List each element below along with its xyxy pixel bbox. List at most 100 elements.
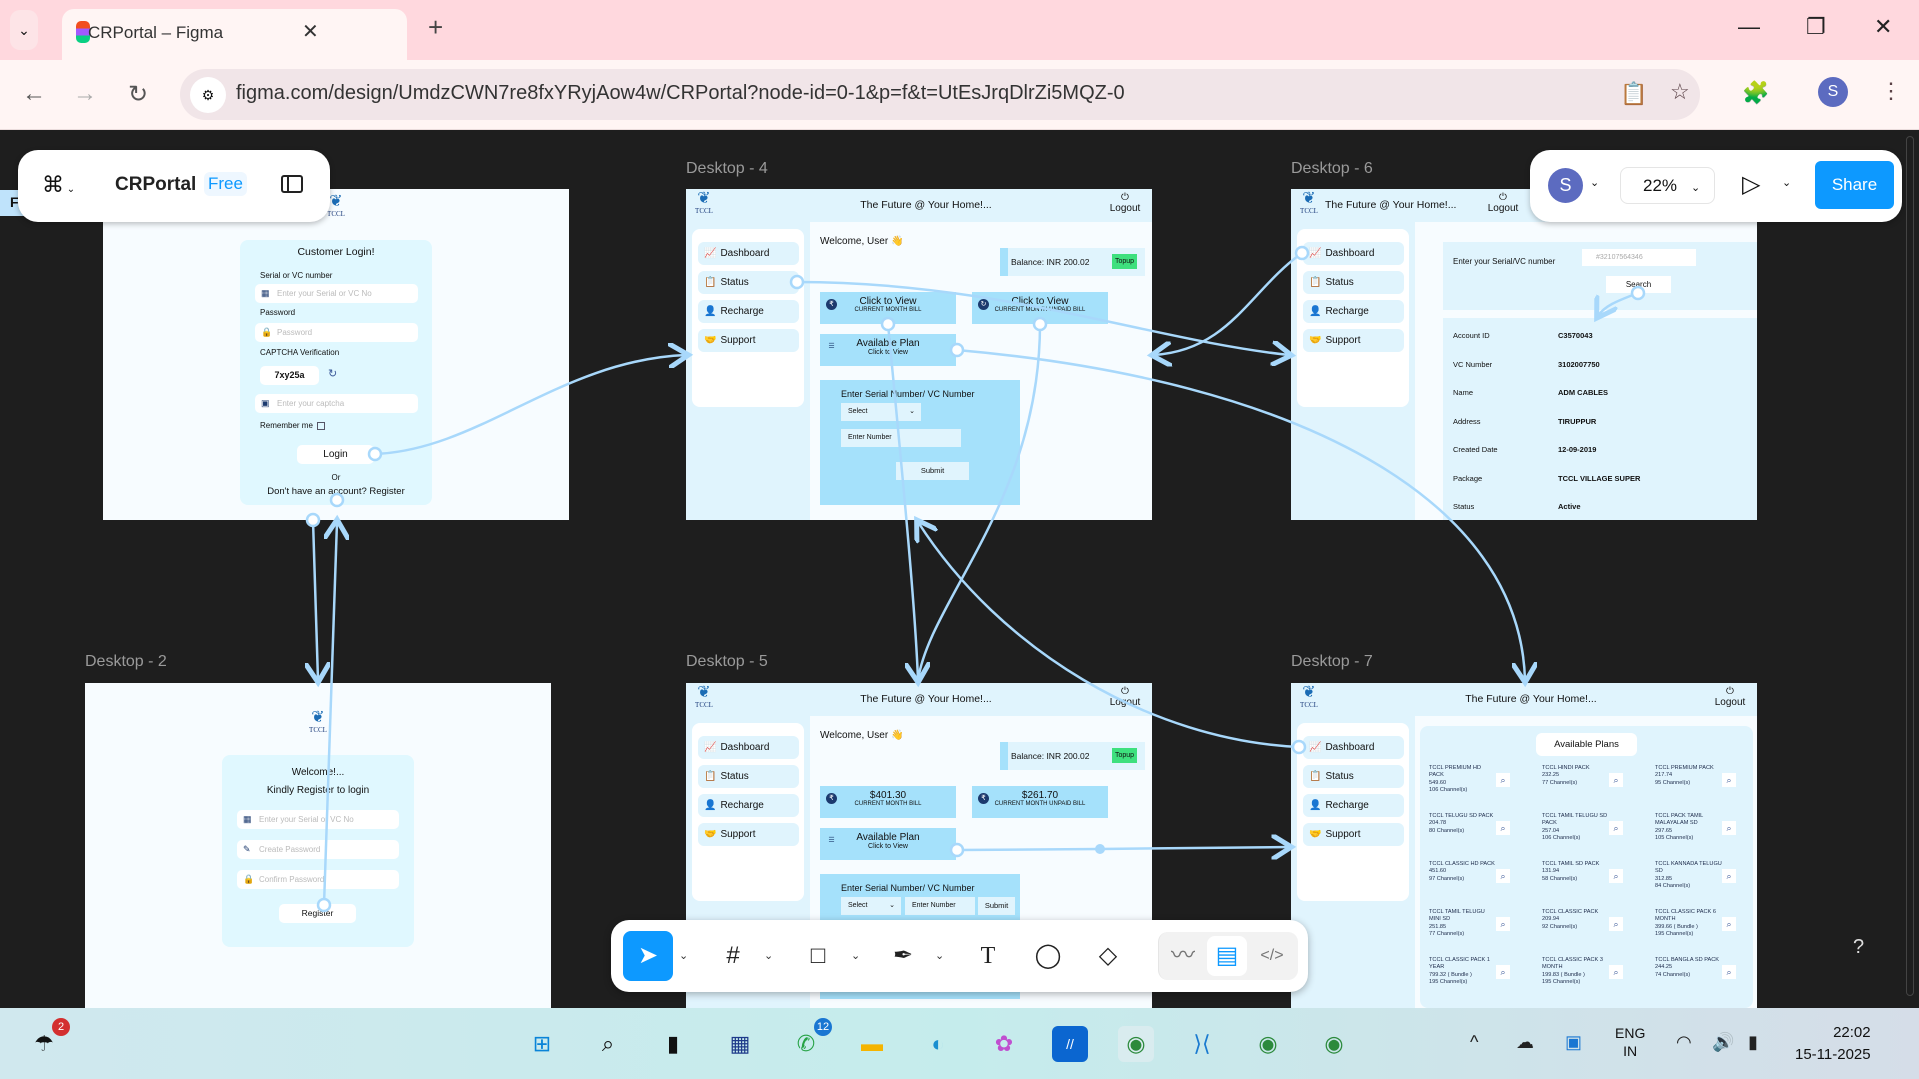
sidebar-item-status[interactable]: 📋Status (1303, 271, 1404, 294)
draw-mode-icon[interactable]: 〰 (1171, 942, 1195, 969)
plan-search-icon[interactable]: ⌕ (1609, 869, 1623, 883)
show-hidden-icons-icon[interactable]: ^ (1470, 1032, 1479, 1052)
close-tab-icon[interactable]: ✕ (302, 21, 319, 43)
register-link[interactable]: Don't have an account? Register (267, 486, 405, 497)
pen-tool-icon[interactable]: ✒ (892, 942, 914, 969)
frame-label-desktop-5[interactable]: Desktop - 5 (686, 653, 768, 670)
plan-search-icon[interactable]: ⌕ (1722, 965, 1736, 979)
chevron-down-icon[interactable]: ⌄ (851, 950, 861, 962)
plan-badge[interactable]: Free (204, 172, 247, 196)
design-mode-icon[interactable]: ▤ (1207, 936, 1247, 976)
comment-tool-icon[interactable]: ◯ (1034, 942, 1062, 969)
dev-mode-code-icon[interactable]: </> (1260, 947, 1284, 964)
bookmark-star-icon[interactable]: ☆ (1670, 79, 1690, 104)
sidebar-item-status[interactable]: 📋Status (698, 765, 799, 788)
plan-search-icon[interactable]: ⌕ (1609, 773, 1623, 787)
plan-search-icon[interactable]: ⌕ (1496, 869, 1510, 883)
search-icon[interactable]: ⌕ (601, 1031, 615, 1056)
clipboard-icon[interactable]: 📋 (1620, 81, 1648, 106)
password-input[interactable]: 🔒Password (255, 323, 418, 342)
microsoft-store-icon[interactable]: ▦ (729, 1031, 751, 1056)
text-tool-icon[interactable]: T (980, 943, 996, 969)
reload-icon[interactable]: ↻ (128, 81, 149, 108)
chevron-down-icon[interactable]: ⌄ (1782, 177, 1792, 189)
number-input[interactable]: Enter Number (905, 897, 975, 915)
volume-icon[interactable]: 🔊 (1712, 1032, 1735, 1052)
sidebar-item-recharge[interactable]: 👤Recharge (698, 300, 799, 323)
copilot-icon[interactable]: ✿ (994, 1031, 1014, 1056)
serial-search-input[interactable]: #32107564346 (1582, 249, 1696, 266)
weather-widget-icon[interactable]: ☂2 (26, 1018, 70, 1062)
url-text[interactable]: figma.com/design/UmdzCWN7re8fxYRyjAow4w/… (236, 82, 1125, 104)
captcha-input[interactable]: ▣Enter your captcha (255, 394, 418, 413)
file-explorer-icon[interactable]: ▬ (861, 1031, 883, 1056)
zoom-dropdown[interactable]: 22%⌄ (1620, 167, 1715, 204)
onedrive-icon[interactable]: ☁ (1516, 1032, 1534, 1052)
url-bar[interactable]: ⚙ figma.com/design/UmdzCWN7re8fxYRyjAow4… (180, 69, 1700, 120)
plan-search-icon[interactable]: ⌕ (1722, 869, 1736, 883)
plan-search-icon[interactable]: ⌕ (1496, 965, 1510, 979)
sidebar-item-status[interactable]: 📋Status (1303, 765, 1404, 788)
restore-icon[interactable]: ❐ (1806, 14, 1826, 39)
sidebar-item-status[interactable]: 📋Status (698, 271, 799, 294)
task-view-icon[interactable]: ▮ (666, 1031, 680, 1056)
chrome-profile-icon[interactable]: ◉ (1324, 1031, 1344, 1056)
sidebar-item-recharge[interactable]: 👤Recharge (698, 794, 799, 817)
new-tab-button[interactable]: + (428, 12, 444, 42)
logout-button[interactable]: ⏻Logout (1483, 192, 1523, 214)
sidebar-item-recharge[interactable]: 👤Recharge (1303, 794, 1404, 817)
sidebar-item-dashboard[interactable]: 📈Dashboard (1303, 242, 1404, 265)
submit-button[interactable]: Submit (978, 897, 1015, 915)
window-close-icon[interactable]: ✕ (1874, 14, 1893, 39)
chrome-profile-s-icon[interactable]: ◉ (1118, 1026, 1154, 1062)
canvas-scrollbar[interactable] (1906, 136, 1914, 996)
sidebar-item-support[interactable]: 🤝Support (1303, 329, 1404, 352)
frame-tool-icon[interactable]: # (726, 942, 740, 969)
profile-avatar[interactable]: S (1818, 77, 1848, 107)
plan-search-icon[interactable]: ⌕ (1722, 821, 1736, 835)
sidebar-item-support[interactable]: 🤝Support (1303, 823, 1404, 846)
refresh-captcha-icon[interactable]: ↻ (328, 368, 338, 380)
help-button[interactable]: ? (1853, 936, 1865, 958)
confirm-password-input[interactable]: 🔒Confirm Password (237, 870, 399, 889)
sidebar-item-dashboard[interactable]: 📈Dashboard (1303, 736, 1404, 759)
whatsapp-icon[interactable]: ✆12 (788, 1018, 832, 1062)
minimize-icon[interactable]: — (1738, 14, 1760, 39)
plan-search-icon[interactable]: ⌕ (1609, 821, 1623, 835)
login-button[interactable]: Login (297, 445, 374, 464)
topup-button[interactable]: Topup (1112, 254, 1137, 269)
plan-search-icon[interactable]: ⌕ (1722, 917, 1736, 931)
plan-search-icon[interactable]: ⌕ (1609, 917, 1623, 931)
toggle-sidebar-icon[interactable] (281, 175, 303, 193)
move-tool-cursor-icon[interactable]: ➤ (623, 931, 673, 981)
edge-icon[interactable]: ◐ (931, 1031, 945, 1056)
back-icon[interactable]: ← (22, 80, 46, 107)
serial-input[interactable]: ▦Enter your Serial or VC No (255, 284, 418, 303)
chevron-down-icon[interactable]: ⌄ (1590, 177, 1600, 189)
tab-search-dropdown[interactable]: ⌄ (10, 10, 38, 50)
vscode-icon[interactable]: ⟩⟨ (1193, 1031, 1211, 1056)
battery-icon[interactable]: ▮ (1748, 1032, 1758, 1052)
plan-search-icon[interactable]: ⌕ (1496, 773, 1510, 787)
sidebar-item-support[interactable]: 🤝Support (698, 823, 799, 846)
